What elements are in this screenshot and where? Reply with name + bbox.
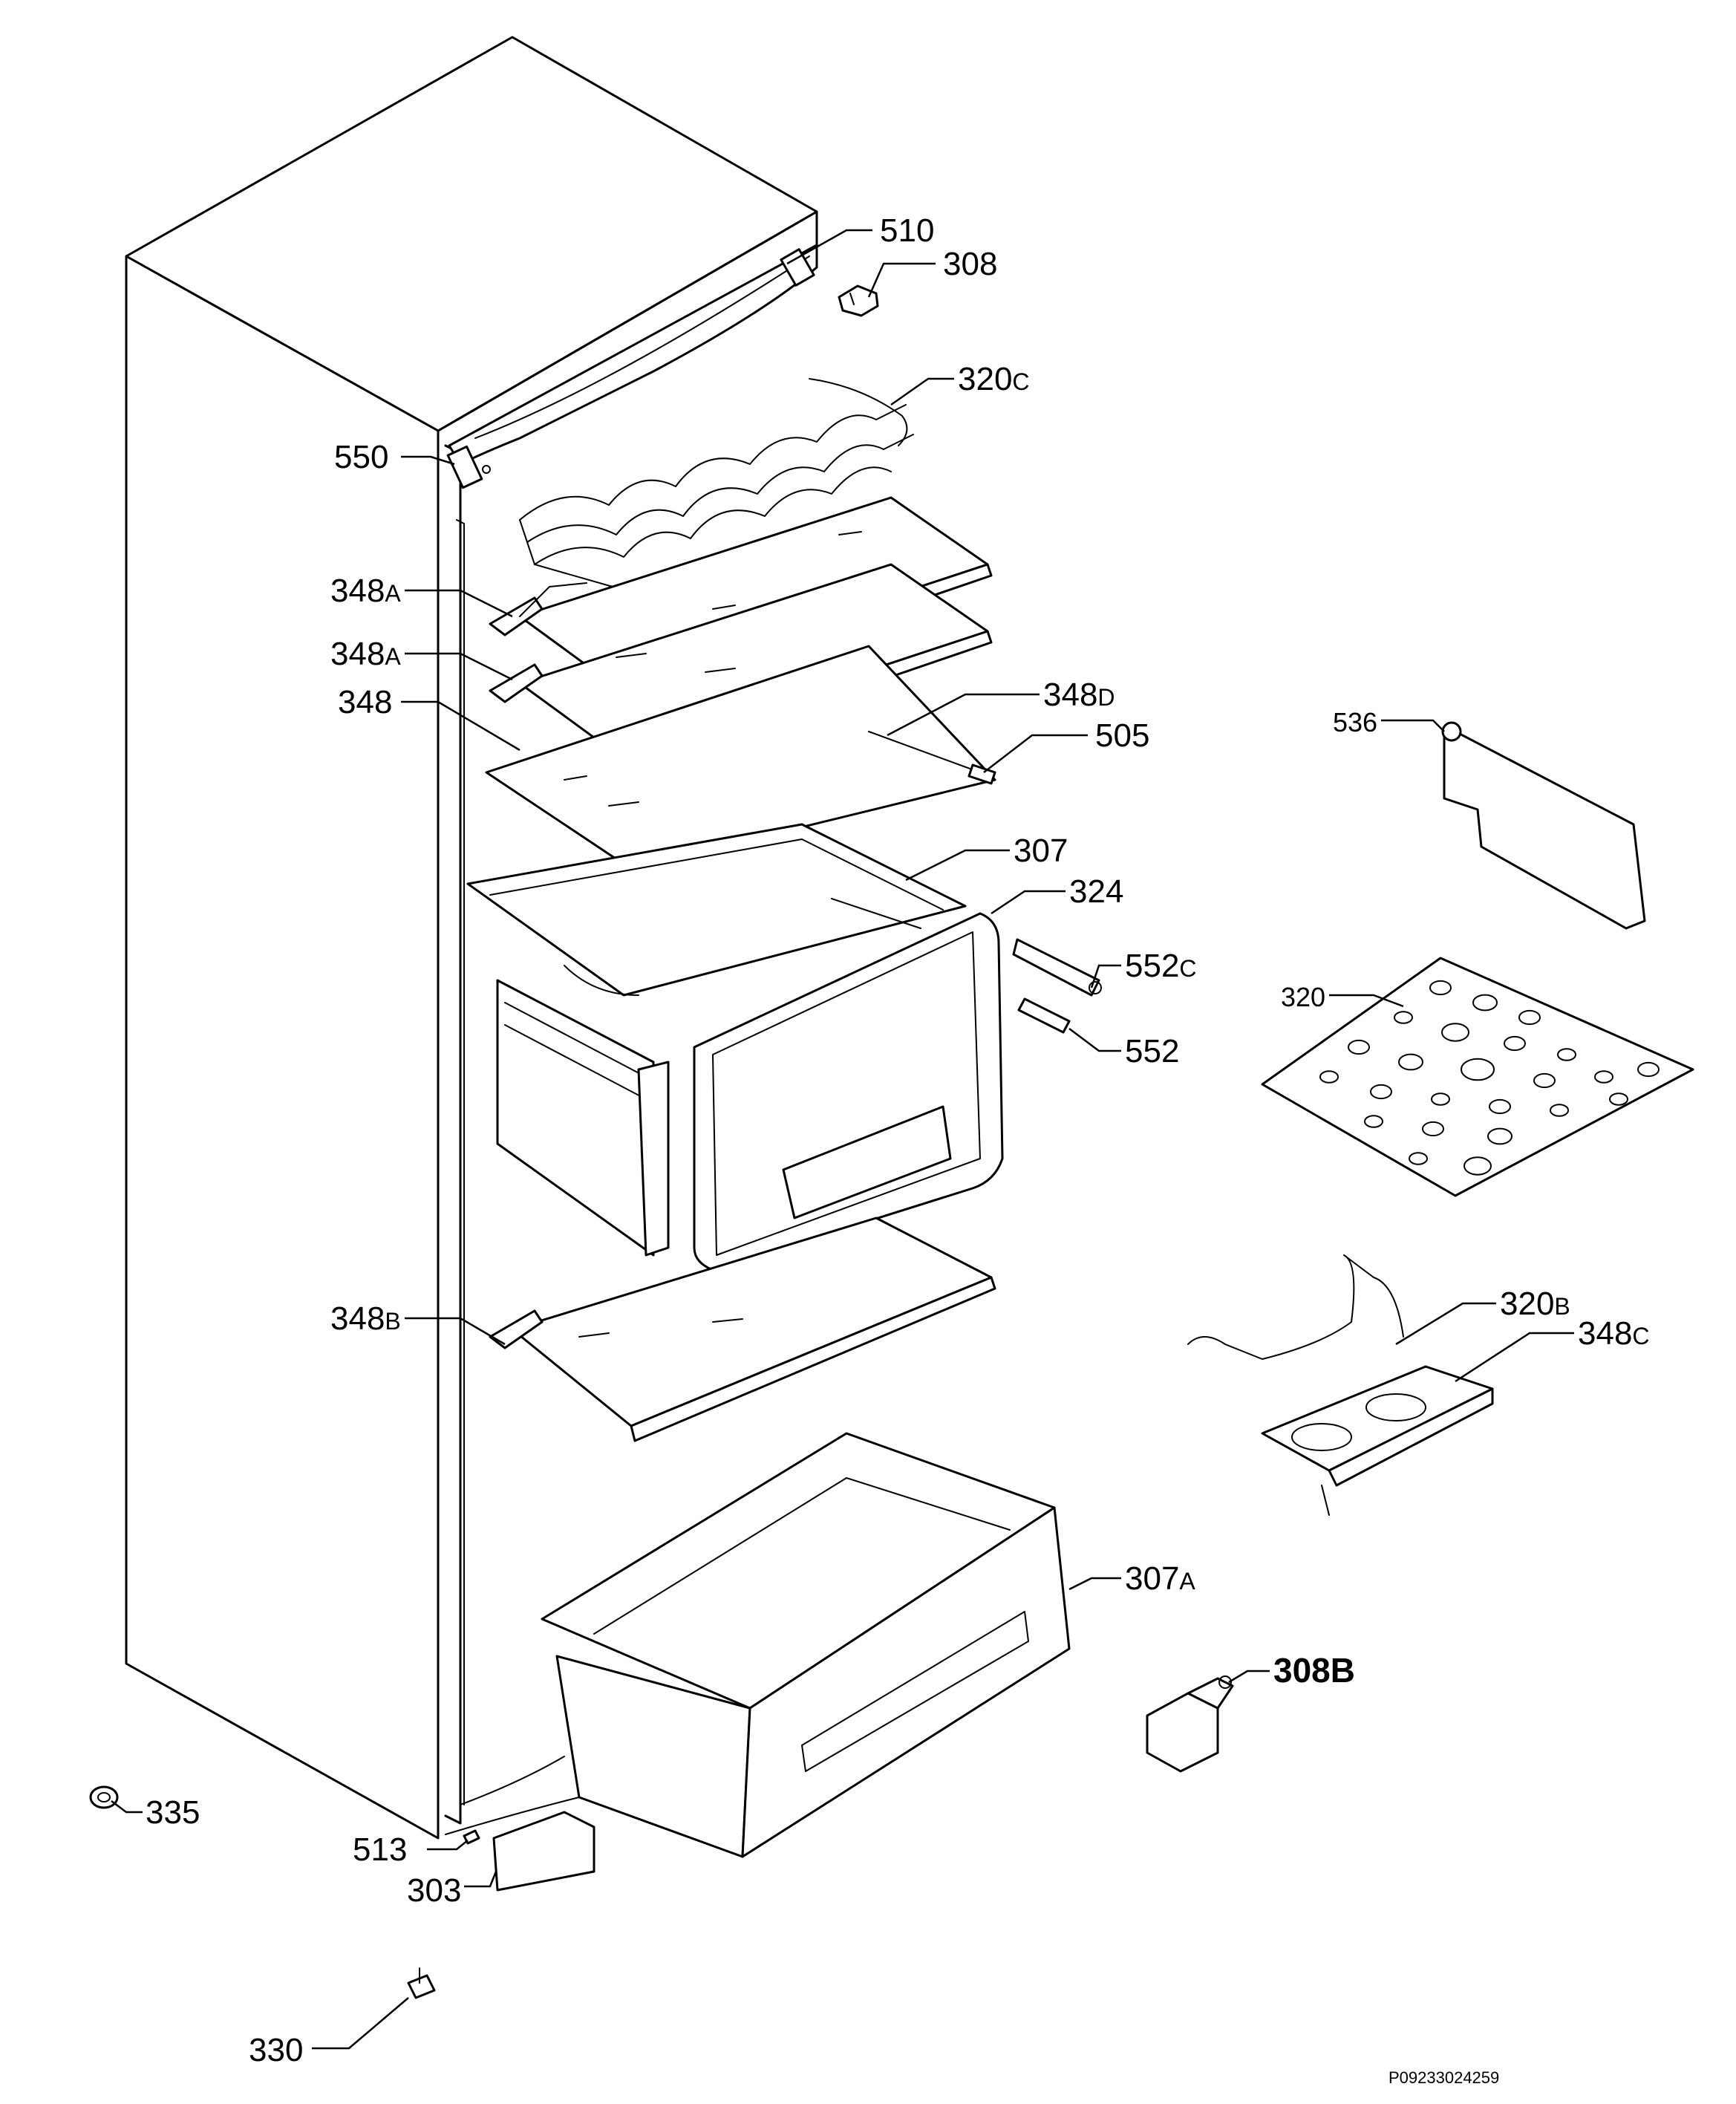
part-324-drawer-front <box>693 912 1004 1271</box>
part-308b-lower-hinge <box>1146 1675 1234 1773</box>
label-505: 505 <box>1095 717 1149 754</box>
part-510-top-cover <box>448 244 818 466</box>
tray-hole <box>1550 1104 1569 1117</box>
tray-hole <box>1441 1023 1469 1042</box>
part-552-rail-slider <box>1017 997 1071 1034</box>
tray-hole <box>1429 980 1452 996</box>
label-320b: 320B <box>1500 1286 1570 1322</box>
part-348-glass-shelf <box>485 645 996 870</box>
tray-hole <box>1348 1039 1370 1055</box>
label-348d: 348D <box>1043 677 1115 713</box>
tray-hole <box>1431 1092 1450 1106</box>
label-550: 550 <box>334 439 388 475</box>
label-348: 348 <box>338 684 392 720</box>
tray-hole <box>1319 1070 1339 1084</box>
label-510: 510 <box>880 212 934 249</box>
part-drawer-body <box>496 979 670 1257</box>
label-307a: 307A <box>1125 1560 1195 1597</box>
tray-hole <box>1463 1156 1492 1176</box>
cabinet-body <box>125 36 818 1840</box>
part-335-foot <box>89 1785 119 1809</box>
label-348a-2: 348A <box>330 636 401 672</box>
callout-labels: 510 308 320C 550 348A 348A 348 348D 505 … <box>146 212 1650 2087</box>
label-320: 320 <box>1281 982 1325 1012</box>
part-330-screw <box>407 1967 436 1999</box>
tray-hole <box>1518 1009 1541 1026</box>
label-348a-1: 348A <box>330 573 401 609</box>
tray-hole <box>1504 1035 1526 1052</box>
tray-hole <box>1487 1127 1513 1145</box>
part-320-perforated-tray <box>1261 957 1694 1197</box>
tray-hole <box>1398 1053 1423 1071</box>
part-348b-shelf <box>489 1217 996 1442</box>
tray-hole <box>1557 1048 1576 1061</box>
label-324: 324 <box>1069 873 1123 910</box>
tray-hole <box>1422 1121 1444 1137</box>
label-307: 307 <box>1014 833 1068 869</box>
tray-hole <box>1472 994 1498 1012</box>
tray-hole <box>1409 1152 1428 1165</box>
tray-hole <box>1364 1115 1383 1128</box>
label-335: 335 <box>146 1794 200 1831</box>
tray-hole <box>1394 1011 1413 1024</box>
label-330: 330 <box>249 2032 303 2068</box>
part-307a-vegetable-drawer <box>541 1432 1071 1858</box>
part-550-hinge-plate <box>446 445 491 489</box>
tray-hole <box>1637 1061 1660 1078</box>
label-308: 308 <box>943 246 997 282</box>
label-303: 303 <box>407 1872 461 1909</box>
drawing-reference: P09233024259 <box>1389 2068 1499 2087</box>
leader-lines <box>111 229 1574 2050</box>
label-308b: 308B <box>1273 1651 1355 1690</box>
label-513: 513 <box>353 1831 407 1868</box>
label-552: 552 <box>1125 1033 1179 1069</box>
part-303-kick-plate <box>492 1811 595 1892</box>
label-348c: 348C <box>1578 1315 1650 1352</box>
label-536: 536 <box>1333 707 1377 737</box>
label-552c: 552C <box>1125 948 1197 984</box>
part-536-divider <box>1441 721 1646 930</box>
part-308-top-hinge <box>838 284 879 317</box>
part-307-crisper-cover <box>466 823 967 997</box>
tray-hole <box>1533 1072 1556 1089</box>
tray-hole <box>1370 1084 1392 1100</box>
part-320c-bottle-rack <box>519 378 914 595</box>
tray-hole <box>1489 1098 1511 1115</box>
part-320b-348c-egg-rack <box>1187 1254 1494 1516</box>
tray-hole <box>1594 1070 1613 1084</box>
label-320c: 320C <box>958 361 1030 397</box>
tray-hole <box>1609 1092 1628 1106</box>
tray-hole <box>1461 1058 1495 1081</box>
part-552c-drawer-rail <box>1012 938 1102 997</box>
label-348b: 348B <box>330 1300 401 1337</box>
